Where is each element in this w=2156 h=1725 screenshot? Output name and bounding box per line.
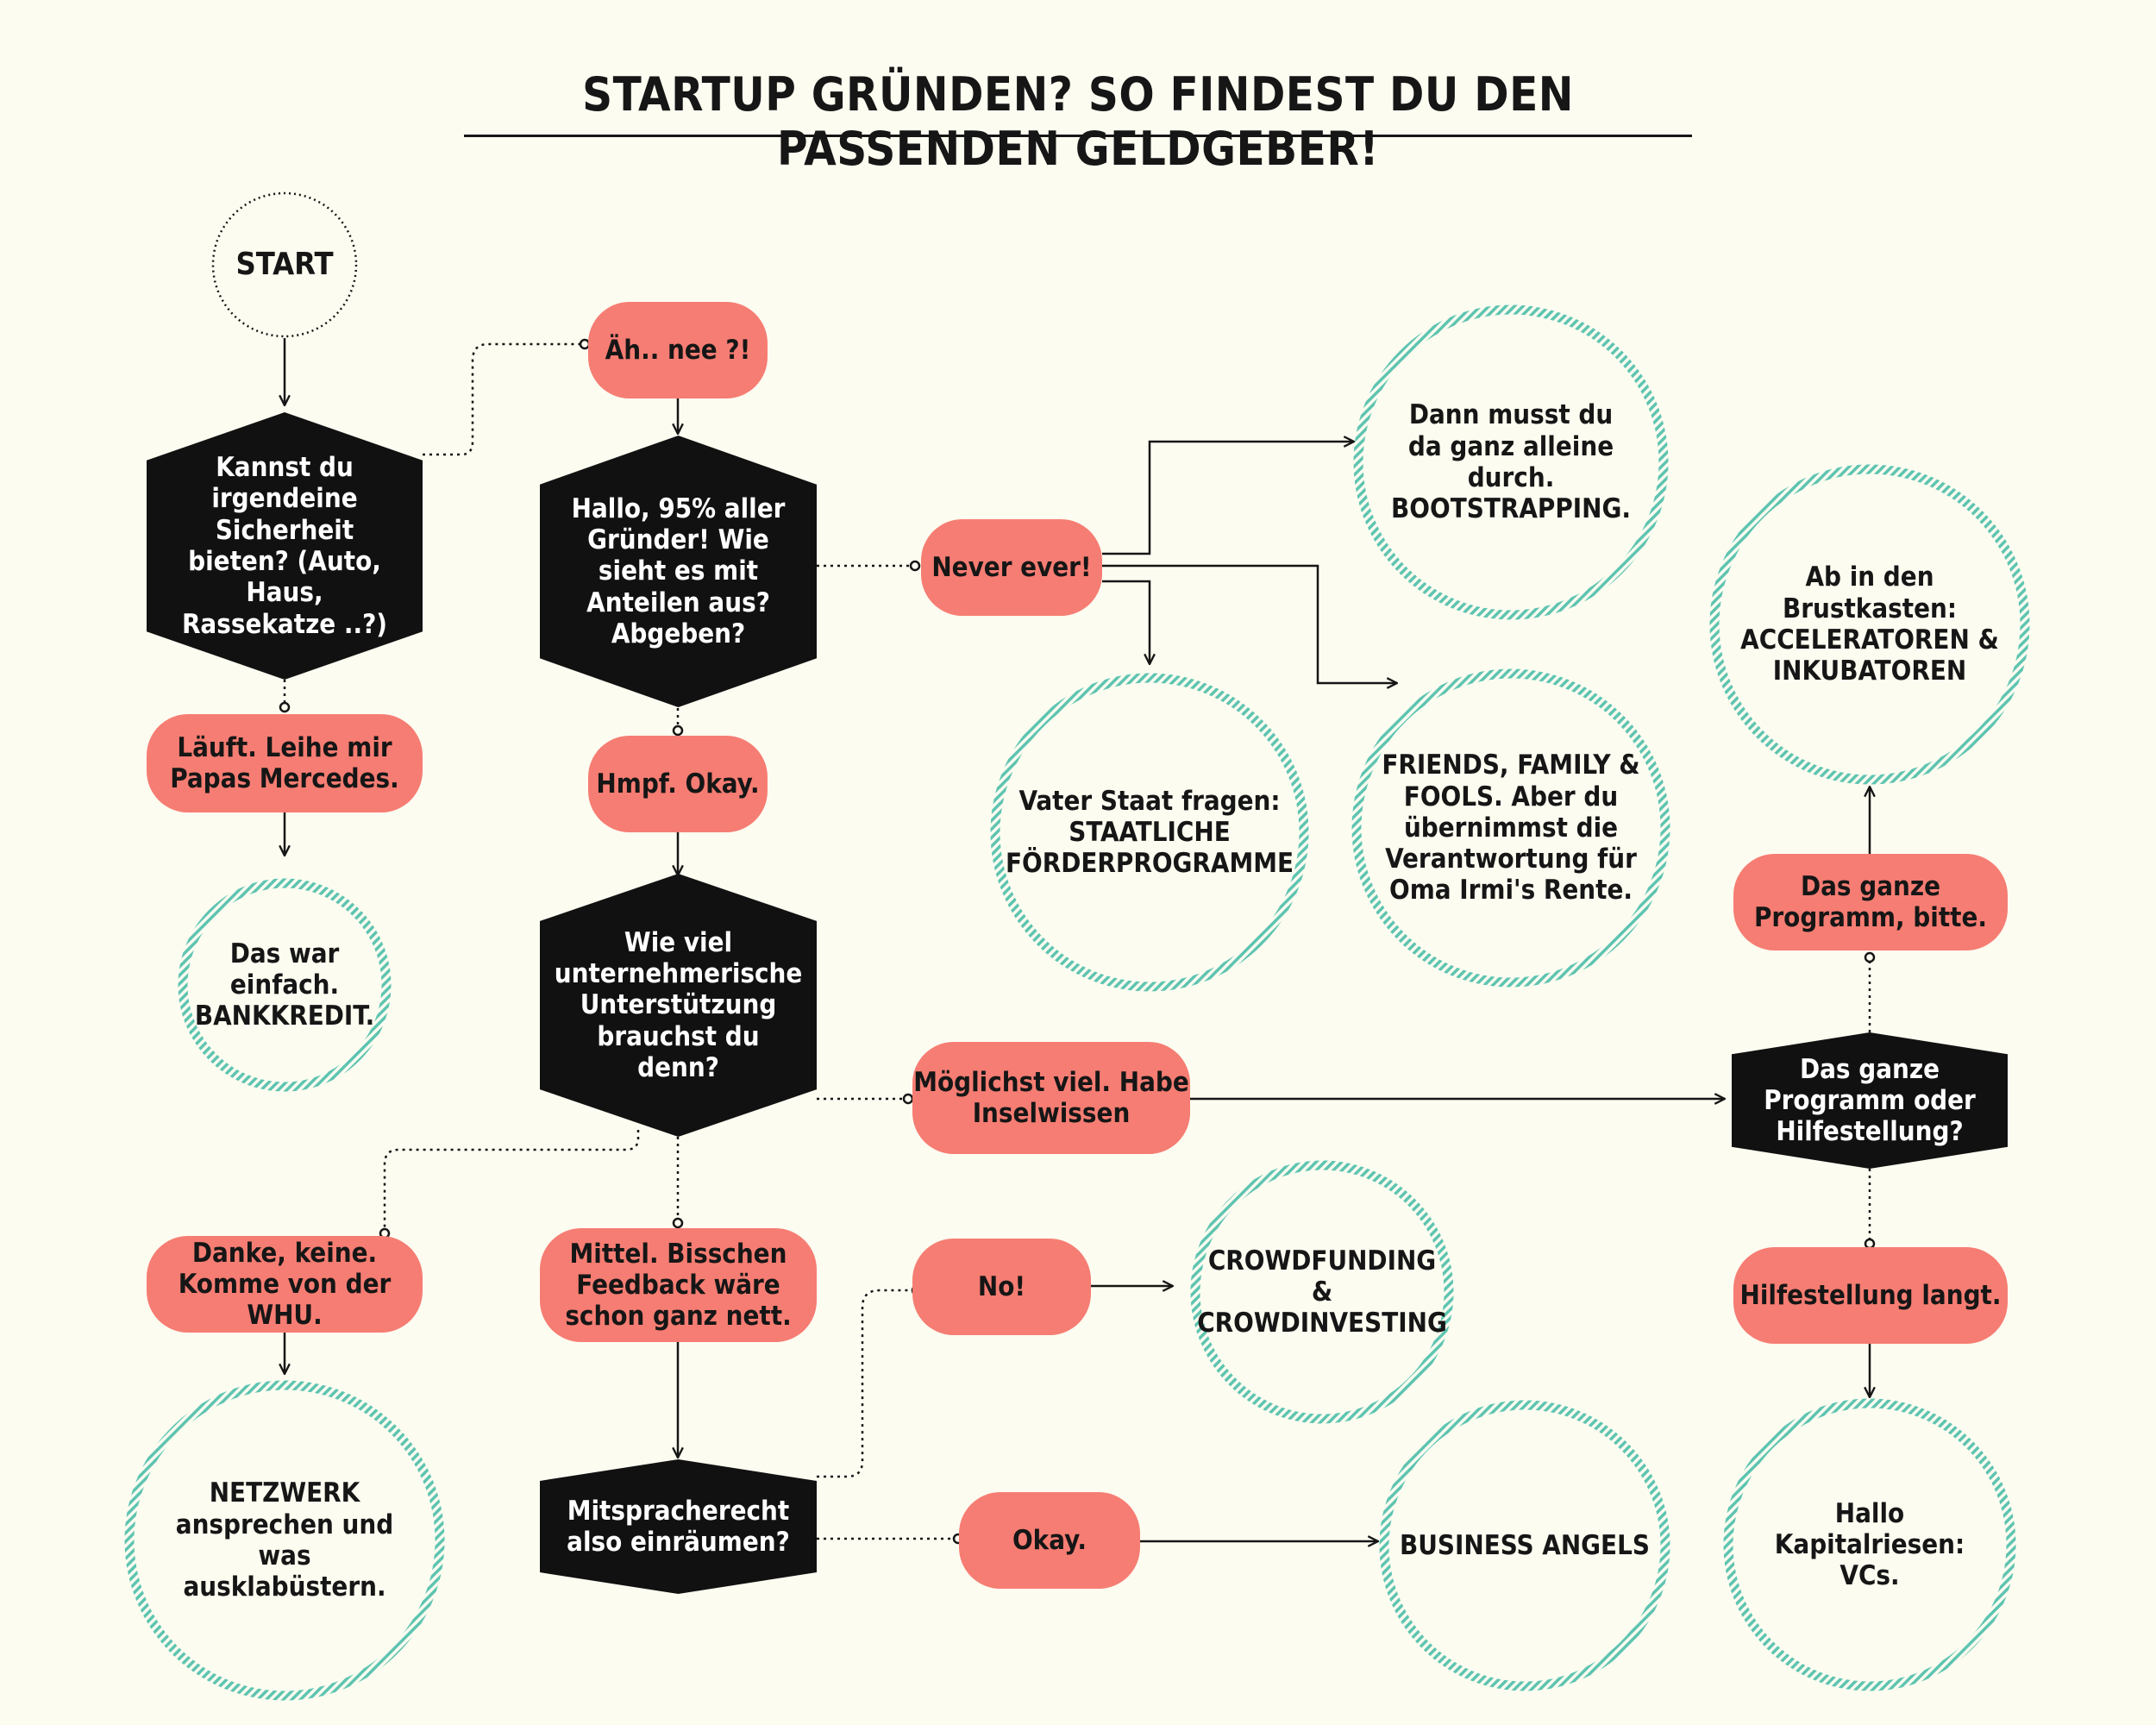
answer-hilfestellung: Hilfestellung langt. bbox=[1733, 1247, 2008, 1344]
result-ring-vcs bbox=[1723, 1398, 2016, 1691]
question-support: Wie viel unternehmerische Unterstützung … bbox=[540, 874, 817, 1137]
answer-hmpf: Hmpf. Okay. bbox=[588, 736, 768, 832]
arrow-never-to-bootstrapping bbox=[1102, 442, 1354, 555]
result-crowd: CROWDFUNDING & CROWDINVESTING bbox=[1197, 1245, 1447, 1339]
answer-never-ever: Never ever! bbox=[921, 519, 1102, 616]
dotted-support-to-whu bbox=[383, 1130, 640, 1229]
result-ring-bankkredit bbox=[178, 878, 392, 1092]
answer-aeh-nee: Äh.. nee ?! bbox=[588, 302, 768, 398]
question-say: Mitspracherecht also einräumen? bbox=[540, 1459, 817, 1594]
result-ring-angels bbox=[1379, 1400, 1670, 1691]
answer-whu: Danke, keine. Komme von der WHU. bbox=[147, 1236, 423, 1333]
arrow-never-to-fff bbox=[1102, 564, 1397, 683]
result-ring-accelerator bbox=[1709, 464, 2030, 785]
terminal-dot bbox=[909, 560, 921, 572]
terminal-dot bbox=[279, 701, 291, 713]
result-ring-fff bbox=[1351, 668, 1670, 988]
result-fff: FRIENDS, FAMILY & FOOLS. Aber du übernim… bbox=[1382, 750, 1640, 906]
question-security: Kannst du irgendeine Sicherheit bieten? … bbox=[147, 412, 423, 680]
result-netzwerk: NETZWERK ansprechen und was ausklabüster… bbox=[175, 1477, 394, 1603]
result-ring-crowd bbox=[1190, 1160, 1454, 1424]
title-underline bbox=[464, 135, 1692, 137]
start-node: START bbox=[235, 246, 334, 282]
terminal-dot bbox=[672, 724, 684, 737]
start-circle-outline bbox=[211, 191, 358, 338]
arrow-never-to-staat bbox=[1102, 580, 1150, 664]
question-shares: Hallo, 95% aller Gründer! Wie sieht es m… bbox=[540, 436, 817, 707]
answer-ganzes-programm: Das ganze Programm, bitte. bbox=[1733, 854, 2008, 950]
result-staat: Vater Staat fragen: STAATLICHE FÖRDERPRO… bbox=[1005, 785, 1294, 880]
answer-mittel: Mittel. Bisschen Feedback wäre schon gan… bbox=[540, 1228, 817, 1342]
answer-okay: Okay. bbox=[959, 1492, 1140, 1589]
terminal-dot bbox=[672, 1217, 684, 1229]
page-title: STARTUP GRÜNDEN? SO FINDEST DU DEN PASSE… bbox=[582, 67, 1574, 176]
result-vcs: Hallo Kapitalriesen: VCs. bbox=[1774, 1497, 1965, 1592]
answer-no: No! bbox=[912, 1239, 1091, 1335]
answer-papas-mercedes: Läuft. Leihe mir Papas Mercedes. bbox=[147, 714, 423, 812]
result-ring-netzwerk bbox=[124, 1380, 445, 1701]
question-program: Das ganze Programm oder Hilfestellung? bbox=[1732, 1032, 2008, 1169]
result-angels: BUSINESS ANGELS bbox=[1400, 1529, 1650, 1561]
terminal-dot bbox=[902, 1093, 914, 1105]
result-bootstrapping: Dann musst du da ganz alleine durch. BOO… bbox=[1391, 399, 1631, 525]
result-accelerator: Ab in den Brustkasten: ACCELERATOREN & I… bbox=[1740, 561, 1999, 687]
result-ring-staat bbox=[990, 673, 1309, 992]
dotted-say-to-no bbox=[817, 1289, 912, 1478]
terminal-dot bbox=[1864, 951, 1876, 963]
answer-inselwissen: Möglichst viel. Habe Inselwissen bbox=[912, 1042, 1190, 1154]
result-bankkredit: Das war einfach. BANKKREDIT. bbox=[194, 938, 375, 1032]
dotted-security-to-aehnee bbox=[423, 342, 580, 456]
result-ring-bootstrapping bbox=[1353, 304, 1669, 620]
